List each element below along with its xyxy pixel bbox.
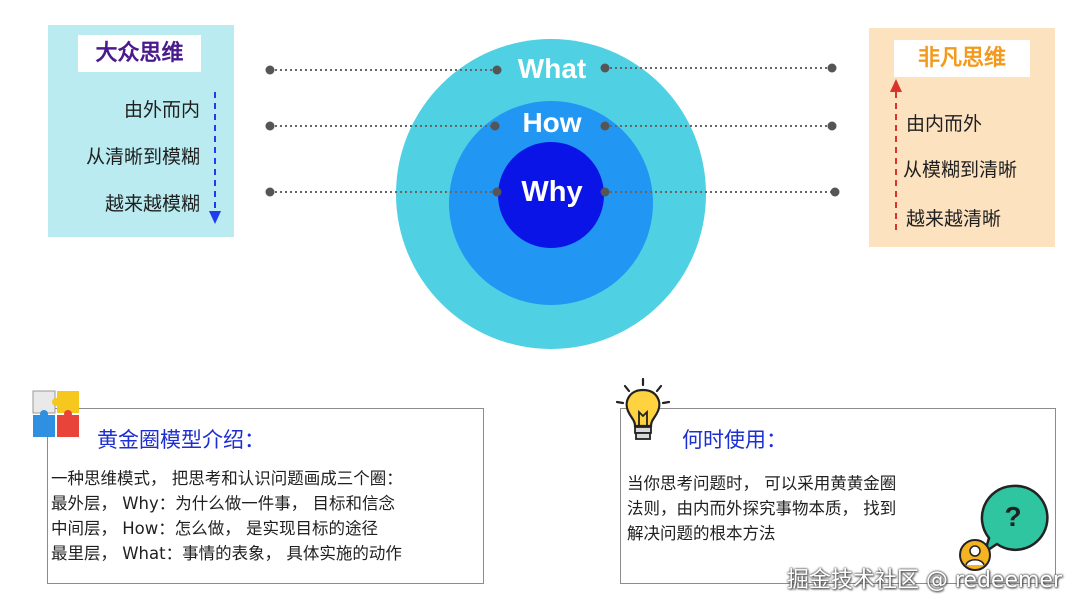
left-panel-line: 从清晰到模糊 bbox=[85, 146, 200, 168]
intro-line: 最里层， What：事情的表象， 具体实施的动作 bbox=[51, 544, 402, 563]
intro-line: 一种思维模式， 把思考和认识问题画成三个圈： bbox=[51, 469, 403, 488]
up-arrow-icon bbox=[890, 79, 902, 234]
usage-line: 解决问题的根本方法 bbox=[627, 524, 776, 543]
intro-line: 最外层， Why：为什么做一件事， 目标和信念 bbox=[51, 494, 396, 513]
intro-line: 中间层， How：怎么做， 是实现目标的途径 bbox=[51, 519, 378, 538]
intro-heading: 黄金圈模型介绍： bbox=[97, 428, 265, 452]
lightbulb-icon bbox=[615, 377, 671, 440]
left-panel-title: 大众思维 bbox=[78, 35, 201, 72]
right-panel-title: 非凡思维 bbox=[894, 40, 1030, 77]
puzzle-icon bbox=[32, 390, 79, 437]
usage-line: 法则，由内而外探究事物本质， 找到 bbox=[627, 499, 897, 518]
usage-line: 当你思考问题时， 可以采用黄黄金圈 bbox=[627, 474, 897, 493]
left-panel-line: 由外而内 bbox=[123, 99, 200, 121]
intro-box bbox=[47, 408, 484, 584]
why-label: Why bbox=[521, 176, 583, 208]
what-label: What bbox=[517, 53, 587, 84]
left-panel-line: 越来越模糊 bbox=[104, 193, 200, 215]
question-mark: ? bbox=[1004, 501, 1021, 532]
person-icon bbox=[959, 539, 991, 571]
connector-lines bbox=[270, 67, 835, 193]
question-bubble-icon: ? bbox=[980, 484, 1049, 555]
usage-heading: 何时使用： bbox=[682, 428, 787, 452]
right-panel-line: 由内而外 bbox=[906, 113, 983, 135]
right-panel-line: 从模糊到清晰 bbox=[903, 159, 1018, 181]
down-arrow-icon bbox=[209, 92, 221, 224]
watermark: 掘金技术社区 @ redeemer bbox=[786, 568, 1062, 593]
connector-dots bbox=[265, 63, 840, 197]
inner-circle bbox=[498, 142, 604, 248]
how-label: How bbox=[522, 107, 582, 138]
golden-circle bbox=[265, 39, 840, 349]
right-panel-line: 越来越清晰 bbox=[906, 208, 1002, 230]
